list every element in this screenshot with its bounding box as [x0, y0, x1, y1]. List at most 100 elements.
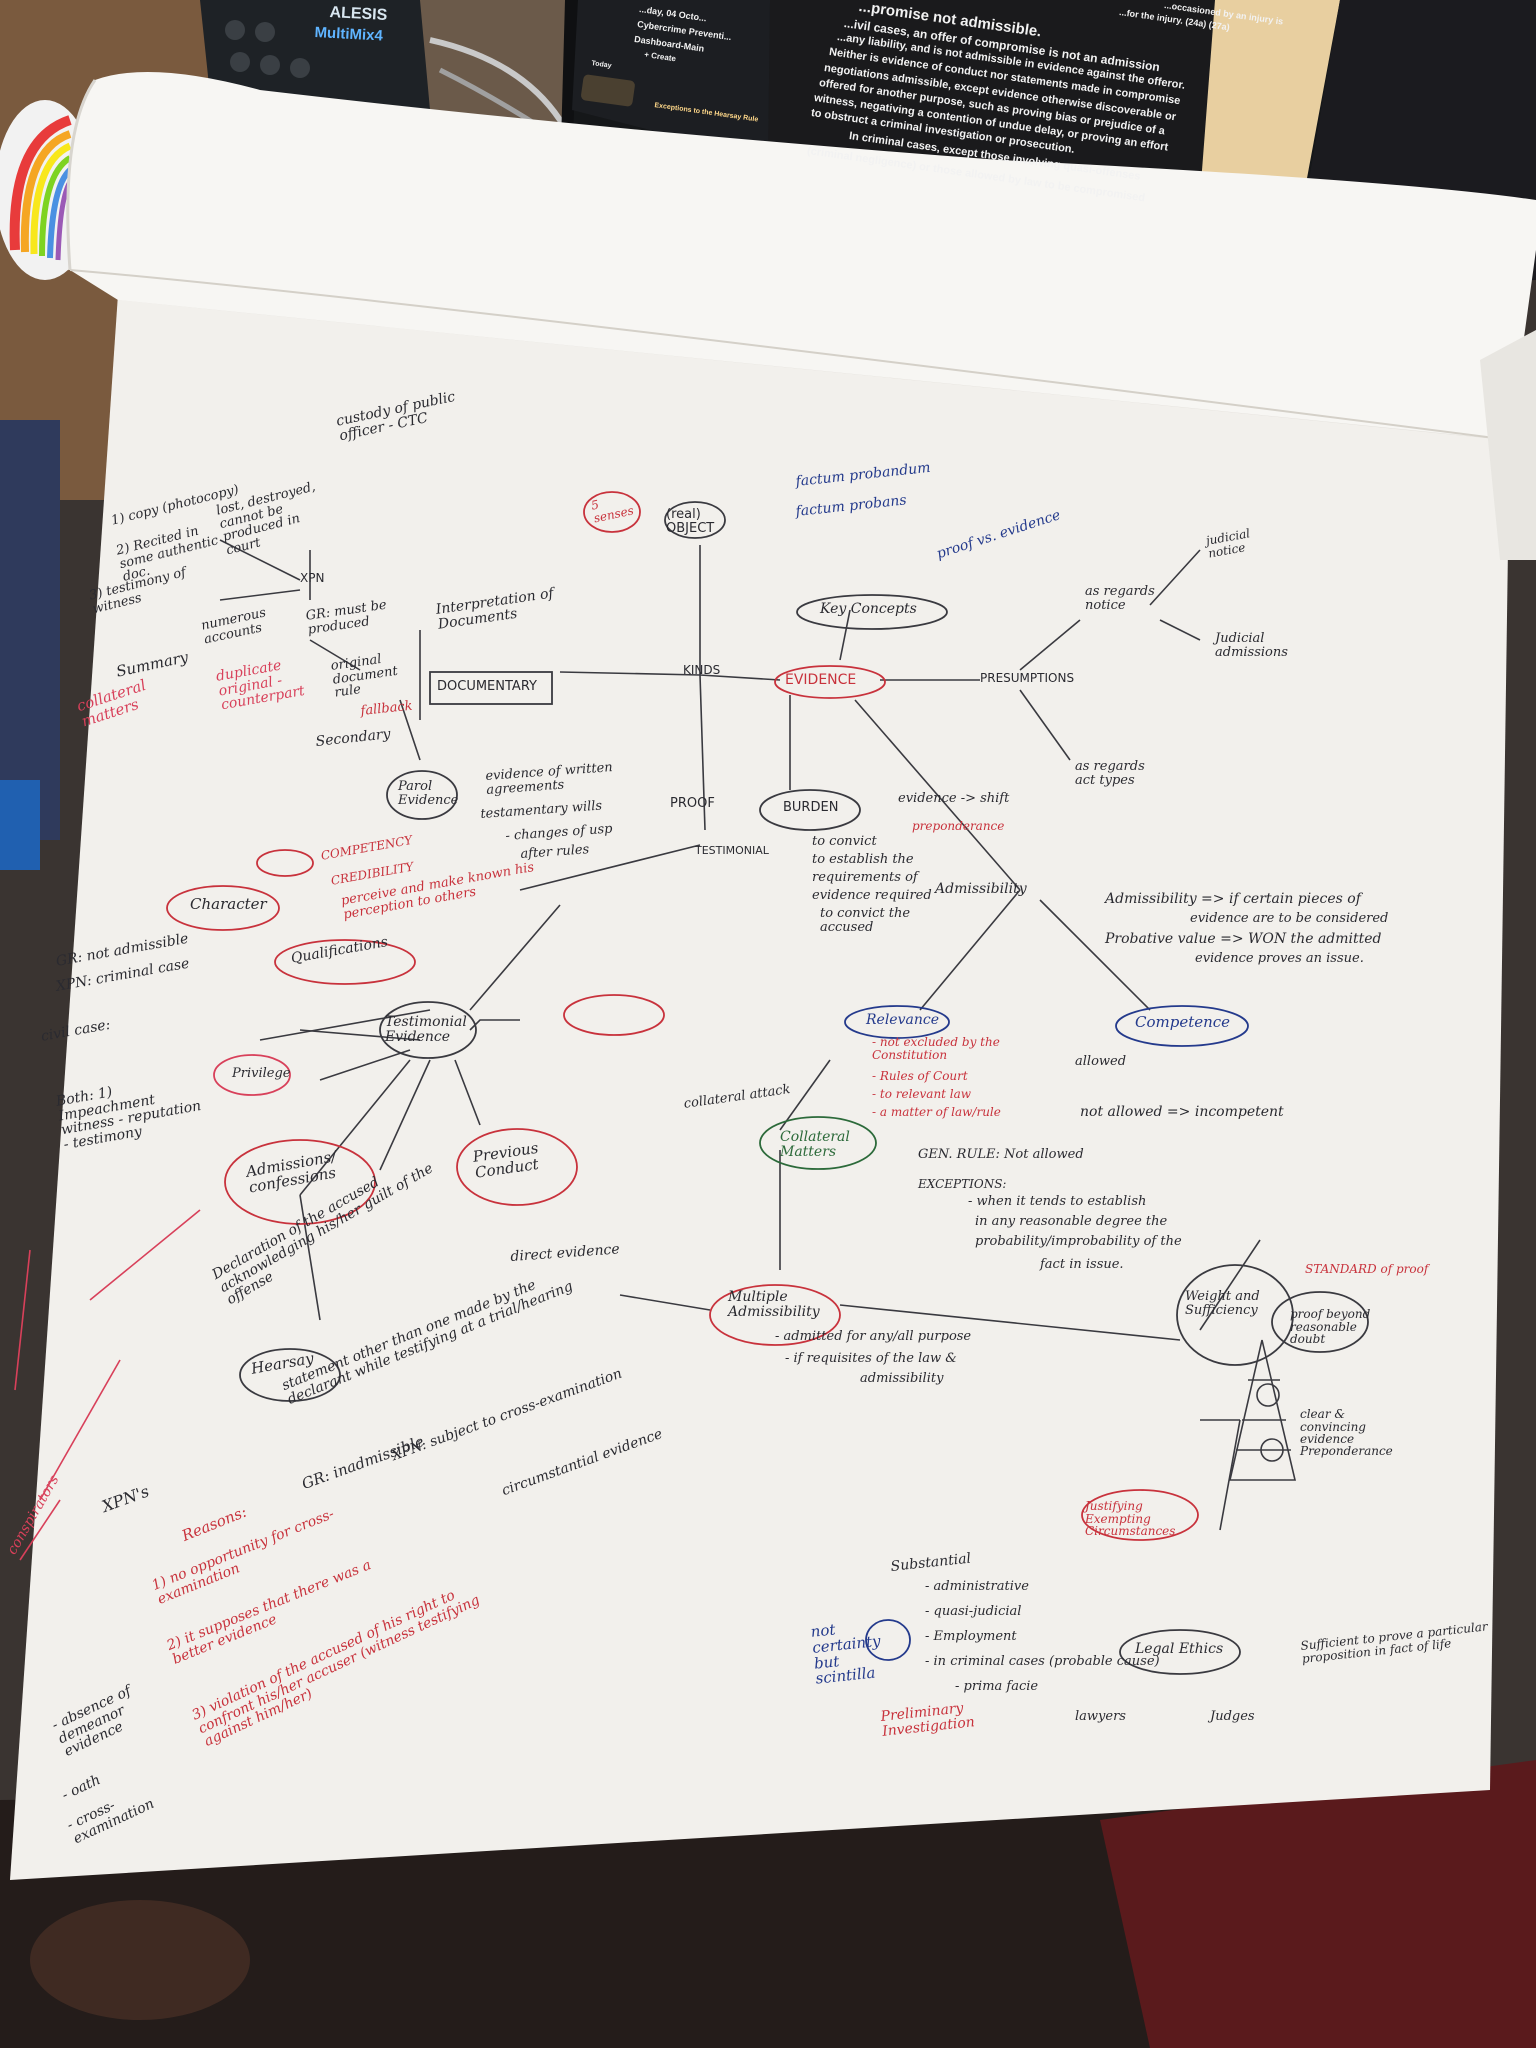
note-parol-detail-3: - changes of usp	[504, 821, 613, 844]
pyramid-diagram	[1228, 1339, 1297, 1481]
substantial-item: - prima facie	[955, 1679, 1039, 1694]
note-burden-shift: evidence -> shift	[898, 791, 1010, 806]
note-burden-requirements: requirements of	[812, 870, 918, 885]
node-relevance: Relevance	[866, 1012, 939, 1028]
note-judicial-admissions: Judicial admissions	[1215, 631, 1288, 660]
substantial-item: - Employment	[925, 1629, 1017, 1644]
node-character: Character	[190, 895, 267, 913]
note-standard-of-proof: STANDARD of proof	[1305, 1262, 1429, 1276]
note-preponderance-small: preponderance	[912, 819, 1005, 833]
node-collateral-matters: Collateral Matters	[780, 1129, 850, 1160]
substantial-item: - administrative	[925, 1579, 1029, 1594]
relevance-detail-3: - to relevant law	[872, 1087, 972, 1101]
multiple-detail-1: - admitted for any/all purpose	[775, 1329, 972, 1344]
branch-key-concepts: Key Concepts	[820, 601, 917, 617]
note-voluminous: numerous accounts	[199, 605, 268, 648]
note-lawyers: lawyers	[1075, 1709, 1126, 1724]
note-xpn: XPN	[300, 571, 325, 585]
node-burden: BURDEN	[783, 800, 839, 815]
note-preliminary-investigation: Preliminary Investigation	[879, 1700, 976, 1740]
note-burden-establish: to establish the	[812, 852, 914, 867]
note-competency: COMPETENCY	[319, 832, 414, 863]
note-sufficient: Sufficient to prove a particular proposi…	[1299, 1619, 1489, 1666]
note-conspirators: conspirators	[4, 1472, 63, 1558]
relevance-detail-1: - not excluded by the Constitution	[872, 1035, 1000, 1062]
center-node-evidence: EVIDENCE	[785, 672, 857, 688]
note-civil-case: civil case:	[39, 1016, 112, 1045]
note-substantial: Substantial	[889, 1550, 972, 1575]
substantial-item: - quasi-judicial	[925, 1604, 1022, 1619]
note-exception-detail-1: - when it tends to establish	[968, 1194, 1147, 1209]
note-not-allowed: not allowed => incompetent	[1080, 1104, 1284, 1120]
presumption-notice: as regards notice	[1085, 584, 1155, 613]
node-testimonial-evidence: Testimonial Evidence	[385, 1014, 467, 1045]
note-parol-detail-1: evidence of written agreements	[484, 760, 614, 798]
branch-presumptions: PRESUMPTIONS	[980, 671, 1075, 685]
node-object: (real) OBJECT	[666, 507, 715, 536]
note-burden-required: evidence required	[812, 888, 932, 903]
note-burden-convict: to convict	[812, 834, 877, 849]
admissibility-def-3: Probative value => WON the admitted	[1105, 931, 1382, 947]
note-burden-accused: to convict the accused	[820, 906, 911, 935]
node-admissibility: Admissibility	[935, 881, 1027, 897]
note-preponderance: Preponderance	[1300, 1444, 1393, 1458]
node-previous-conduct: Previous Conduct	[471, 1138, 540, 1182]
note-parol: Parol Evidence	[398, 779, 459, 808]
node-legal-ethics: Legal Ethics	[1135, 1641, 1224, 1657]
note-best-evidence: GR: must be produced	[304, 597, 388, 638]
admissibility-def-1: Admissibility => if certain pieces of	[1105, 891, 1361, 907]
multiple-detail-2: - if requisites of the law &	[785, 1351, 957, 1366]
relevance-detail-4: - a matter of law/rule	[872, 1105, 1001, 1119]
note-secondary: Secondary	[314, 726, 392, 750]
note-justifying-exempting: Justifying Exempting Circumstances	[1085, 1499, 1176, 1539]
note-collateral-attack: collateral attack	[682, 1082, 792, 1112]
note-parol-detail-2: testamentary wills	[479, 798, 603, 822]
note-fallback: fallback	[359, 698, 414, 719]
note-reasons: Reasons:	[179, 1502, 250, 1545]
note-factum-probandum: factum probandum	[794, 459, 932, 490]
note-direct-evidence: direct evidence	[509, 1241, 621, 1265]
relevance-detail-2: - Rules of Court	[872, 1069, 968, 1083]
note-five-senses: 5 senses	[589, 497, 635, 526]
node-outlines	[166, 491, 1369, 1675]
evidence-node	[774, 665, 886, 699]
node-privilege: Privilege	[232, 1066, 291, 1081]
note-absence-2: - oath	[59, 1771, 104, 1804]
note-allowed: allowed	[1075, 1054, 1127, 1069]
books-stack	[0, 420, 60, 840]
node-qualifications: Qualifications	[289, 933, 390, 967]
note-duplicate: duplicate original - counterpart	[214, 657, 306, 714]
note-circumstantial: circumstantial evidence	[499, 1425, 665, 1500]
note-absence-1: - absence of demeanor evidence	[49, 1683, 134, 1761]
note-statement-other: statement other than one made by the dec…	[279, 1277, 576, 1408]
note-exception-detail-3: probability/improbability of the	[975, 1234, 1182, 1249]
foot	[30, 1900, 250, 2020]
note-factum-probans: factum probans	[794, 492, 908, 520]
node-weight-sufficiency: Weight and Sufficiency	[1185, 1289, 1260, 1318]
node-competence: Competence	[1135, 1013, 1231, 1031]
note-exceptions-heading: EXCEPTIONS:	[918, 1177, 1007, 1191]
mind-map-connectors	[219, 539, 1261, 1531]
note-impeach: Both: 1) Impeachment witness - reputatio…	[54, 1084, 203, 1154]
admissibility-def-4: evidence proves an issue.	[1195, 951, 1364, 966]
note-not-certainty: not certainty but scintilla	[809, 1620, 882, 1688]
branch-proof: PROOF	[670, 796, 715, 811]
note-reason-3: 3) violation of the accused of his right…	[189, 1587, 483, 1751]
note-original-document-rule: original document rule	[329, 651, 399, 701]
note-custody: custody of public officer - CTC	[334, 388, 457, 445]
red-fabric	[1100, 1760, 1536, 2048]
note-proof-vs-evidence: proof vs. evidence	[934, 507, 1063, 563]
note-judges: Judges	[1210, 1709, 1255, 1724]
note-collateral: collateral matters	[74, 675, 149, 731]
note-exception-detail-2: in any reasonable degree the	[975, 1214, 1168, 1229]
admissibility-def-2: evidence are to be considered	[1190, 911, 1389, 926]
branch-kinds: KINDS	[683, 663, 721, 677]
presumption-act-types: as regards act types	[1075, 759, 1145, 788]
note-exception-detail-4: fact in issue.	[1040, 1257, 1124, 1272]
documentary-node-box	[429, 671, 553, 705]
multiple-detail-3: admissibility	[860, 1371, 944, 1386]
note-parol-detail-4: after rules	[519, 842, 590, 862]
note-xpns: XPN's	[99, 1481, 152, 1516]
